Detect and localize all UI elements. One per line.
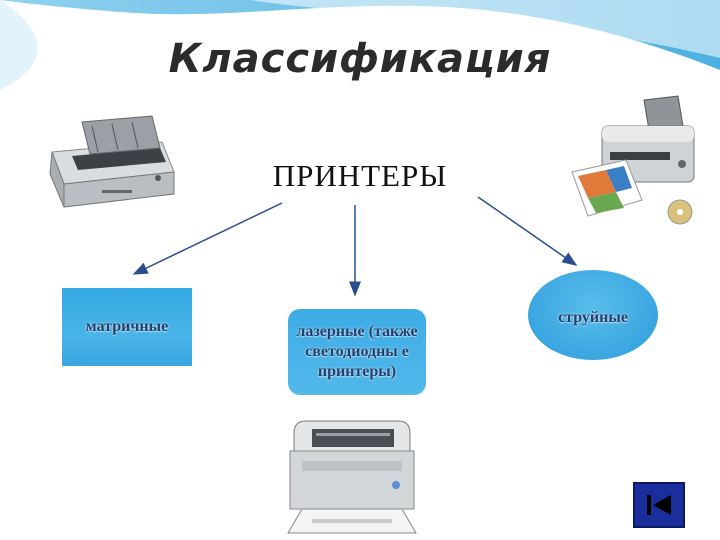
category-laser-label: лазерные (также светодиодны е принтеры) (296, 323, 418, 380)
dot-matrix-printer-image (49, 115, 175, 208)
slide-title: Классификация (168, 36, 552, 82)
inkjet-printer-image (571, 95, 695, 225)
arrow-to-inkjet (477, 196, 578, 266)
category-laser: лазерные (также светодиодны е принтеры) (288, 309, 426, 395)
laser-printer-image (287, 420, 417, 534)
skip-back-button[interactable] (633, 482, 685, 528)
category-inkjet: струйные (528, 270, 658, 360)
category-matrix-label: матричные (85, 318, 169, 335)
category-matrix: матричные (62, 288, 192, 366)
header-wave (0, 0, 720, 90)
category-inkjet-label: струйные (558, 309, 628, 326)
skip-back-icon (647, 495, 671, 515)
arrow-to-matrix (132, 202, 283, 275)
root-node-label: ПРИНТЕРЫ (272, 158, 448, 193)
